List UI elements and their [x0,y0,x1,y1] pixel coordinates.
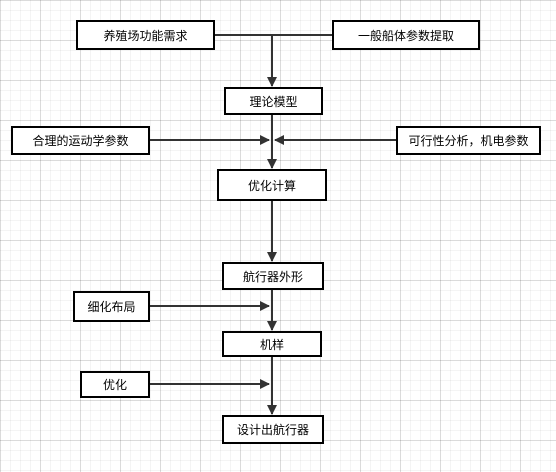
node-design-vehicle: 设计出航行器 [222,415,324,444]
node-theoretical-model: 理论模型 [224,87,323,115]
node-motion-parameters: 合理的运动学参数 [11,126,150,155]
node-detailed-layout: 细化布局 [73,291,150,322]
node-hull-parameters: 一般船体参数提取 [332,20,480,50]
node-optimization-calculation: 优化计算 [217,169,327,201]
node-breeding-requirements: 养殖场功能需求 [76,20,215,50]
node-prototype: 机样 [222,331,322,357]
node-optimization: 优化 [80,371,150,398]
node-feasibility-analysis: 可行性分析，机电参数 [396,126,541,155]
node-vehicle-shape: 航行器外形 [222,262,324,290]
